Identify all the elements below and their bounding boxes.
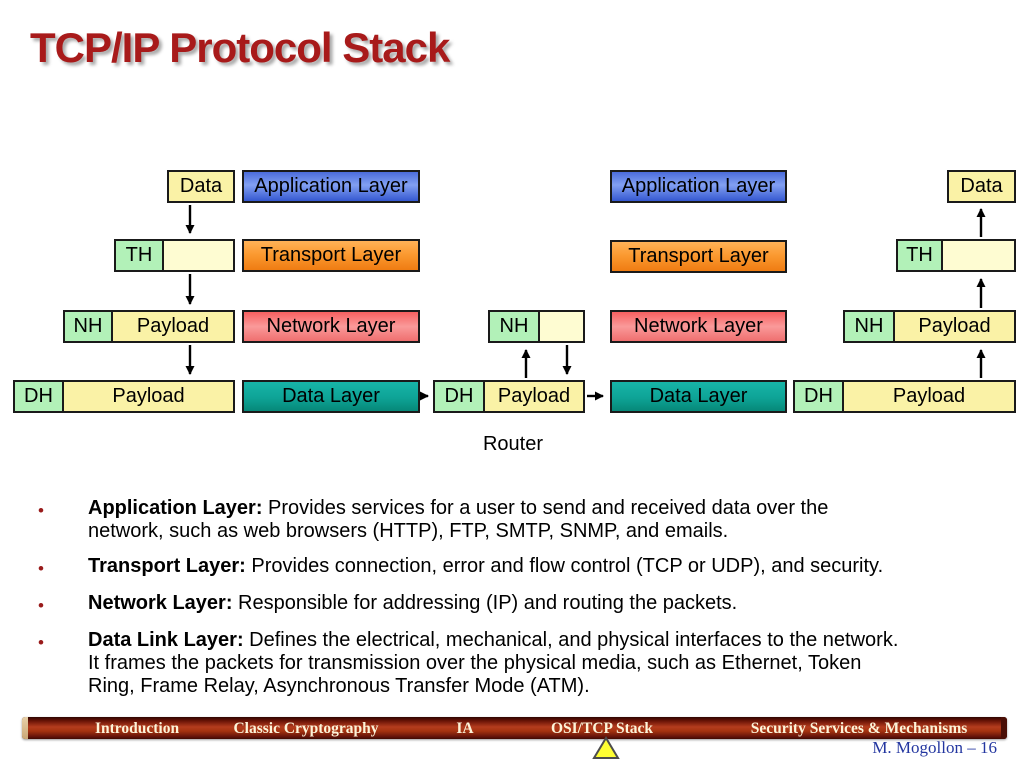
- right-dh-payload-box: Payload: [842, 380, 1016, 413]
- bullet-icon: •: [38, 596, 44, 615]
- bullet-lead: Transport Layer:: [88, 555, 246, 577]
- router-dh-payload-box: Payload: [483, 380, 585, 413]
- left-network-layer: Network Layer: [242, 310, 420, 343]
- left-th-box: TH: [114, 239, 164, 272]
- bullet-data-link-layer: • Data Link Layer: Defines the electrica…: [38, 629, 990, 698]
- bullet-network-layer: • Network Layer: Responsible for address…: [38, 592, 990, 617]
- right-th-box: TH: [896, 239, 943, 272]
- footer-bar-right-cap: [1001, 717, 1007, 739]
- left-dh-box: DH: [13, 380, 64, 413]
- bullet-body: Defines the electrical, mechanical, and …: [243, 629, 899, 651]
- right-data-layer: Data Layer: [610, 380, 787, 413]
- left-nh-payload-box: Payload: [111, 310, 235, 343]
- nav-classic-cryptography[interactable]: Classic Cryptography: [233, 720, 379, 737]
- bullet-list: • Application Layer: Provides services f…: [38, 497, 990, 710]
- right-application-layer: Application Layer: [610, 170, 787, 203]
- bullet-icon: •: [38, 501, 44, 520]
- bullet-application-layer: • Application Layer: Provides services f…: [38, 497, 990, 543]
- right-network-layer: Network Layer: [610, 310, 787, 343]
- left-data-layer: Data Layer: [242, 380, 420, 413]
- nav-security-services-mechanisms[interactable]: Security Services & Mechanisms: [750, 720, 968, 737]
- bullet-lead: Application Layer:: [88, 497, 263, 519]
- nav-osi-tcp-stack[interactable]: OSI/TCP Stack: [550, 720, 654, 737]
- left-application-layer: Application Layer: [242, 170, 420, 203]
- bullet-icon: •: [38, 633, 44, 652]
- bullet-lead: Network Layer:: [88, 592, 233, 614]
- author-page-number: M. Mogollon – 16: [872, 738, 997, 757]
- right-data-box: Data: [947, 170, 1016, 203]
- left-th-payload-box: [162, 239, 235, 272]
- left-transport-layer: Transport Layer: [242, 239, 420, 272]
- right-dh-box: DH: [793, 380, 844, 413]
- bullet-transport-layer: • Transport Layer: Provides connection, …: [38, 555, 990, 580]
- bullet-body-line: It frames the packets for transmission o…: [88, 652, 862, 674]
- footer-nav-bar: Introduction Classic Cryptography IA OSI…: [22, 717, 1007, 739]
- bullet-body: Provides connection, error and flow cont…: [245, 555, 884, 577]
- router-label: Router: [482, 433, 544, 455]
- left-data-box: Data: [167, 170, 235, 203]
- current-section-triangle-icon: [592, 736, 620, 759]
- left-nh-box: NH: [63, 310, 113, 343]
- bullet-body: Responsible for addressing (IP) and rout…: [232, 592, 738, 614]
- router-dh-box: DH: [433, 380, 485, 413]
- right-th-payload-box: [941, 239, 1016, 272]
- nav-ia[interactable]: IA: [456, 720, 474, 737]
- bullet-lead: Data Link Layer:: [88, 629, 244, 651]
- footer-bar-left-cap: [22, 717, 28, 739]
- right-nh-payload-box: Payload: [893, 310, 1016, 343]
- bullet-icon: •: [38, 559, 44, 578]
- right-nh-box: NH: [843, 310, 895, 343]
- router-nh-box: NH: [488, 310, 540, 343]
- left-dh-payload-box: Payload: [62, 380, 235, 413]
- router-nh-payload-box: [538, 310, 585, 343]
- nav-introduction[interactable]: Introduction: [94, 720, 180, 737]
- bullet-body: Provides services for a user to send and…: [262, 497, 829, 519]
- slide-title: TCP/IP Protocol Stack: [30, 24, 450, 71]
- right-transport-layer: Transport Layer: [610, 240, 787, 273]
- bullet-body-line: Ring, Frame Relay, Asynchronous Transfer…: [88, 675, 590, 697]
- bullet-body-line: network, such as web browsers (HTTP), FT…: [88, 520, 729, 542]
